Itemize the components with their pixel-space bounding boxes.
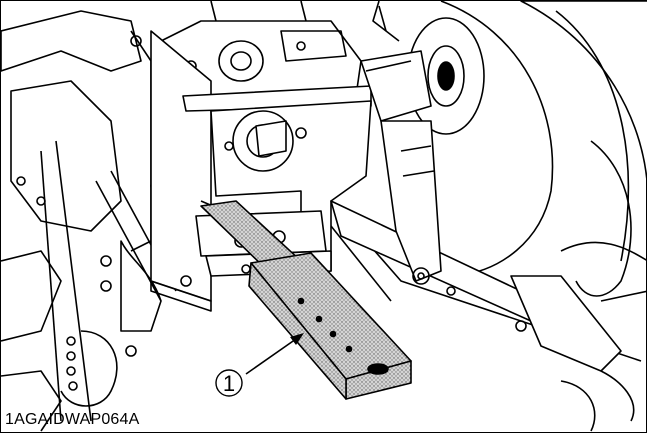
lower-link <box>330 200 635 432</box>
left-linkage <box>1 10 177 432</box>
callout-leader-line <box>245 338 297 375</box>
drawbar <box>200 200 412 400</box>
callout-arrowhead <box>290 333 304 345</box>
callout-number: 1 <box>223 371 235 396</box>
callout-circle <box>215 369 243 397</box>
rear-tire <box>407 1 647 302</box>
callout-1: 1 <box>215 333 304 397</box>
figure-caption: 1AGAIDWAP064A <box>5 411 140 428</box>
top-link <box>360 1 442 285</box>
